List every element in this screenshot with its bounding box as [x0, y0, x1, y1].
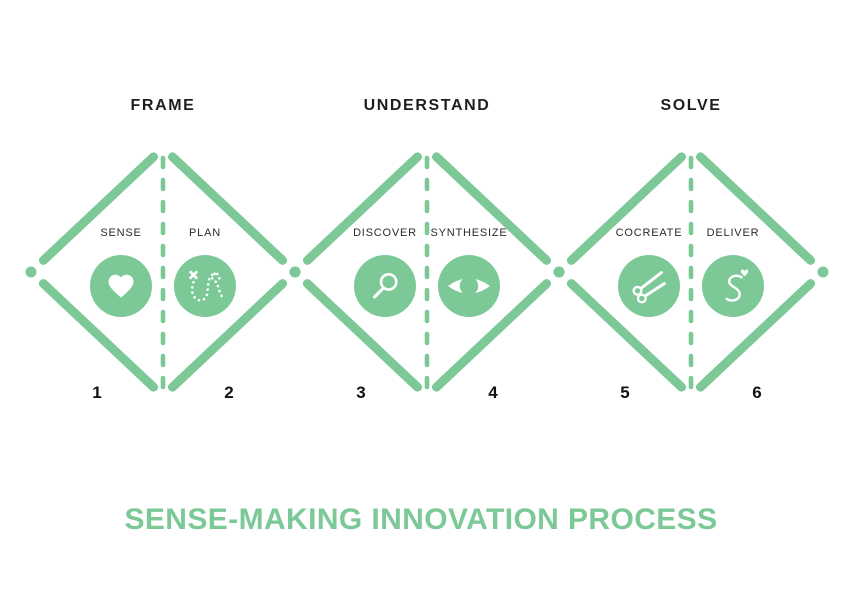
eye-icon	[448, 276, 490, 296]
dotted-route-icon	[189, 270, 225, 302]
scissors-icon	[632, 271, 666, 304]
heart-icon	[108, 274, 134, 298]
step-cocreate: COCREATE	[589, 227, 709, 317]
s-heart-icon	[725, 269, 749, 302]
step-number-4: 4	[488, 383, 498, 402]
step-number-1: 1	[92, 383, 102, 402]
step-label: PLAN	[189, 227, 221, 239]
step-circle	[354, 255, 416, 317]
page-title: SENSE-MAKING INNOVATION PROCESS	[124, 503, 718, 536]
step-circle	[702, 255, 764, 317]
step-plan: PLAN	[145, 227, 265, 317]
vertex-dot	[817, 266, 829, 278]
diamond-solve	[553, 152, 829, 393]
step-label: COCREATE	[615, 227, 683, 239]
step-deliver: DELIVER	[673, 227, 793, 317]
step-circle	[174, 255, 236, 317]
step-number-2: 2	[224, 383, 234, 402]
diamond-frame	[25, 152, 301, 393]
phase-header-solve: SOLVE	[660, 97, 722, 114]
step-number-6: 6	[752, 383, 762, 402]
step-label: SYNTHESIZE	[430, 227, 508, 239]
phase-header-understand: UNDERSTAND	[363, 97, 491, 114]
step-number-3: 3	[356, 383, 366, 402]
step-label: DELIVER	[706, 227, 760, 239]
step-label: DISCOVER	[353, 227, 417, 239]
step-number-5: 5	[620, 383, 630, 402]
step-circle	[438, 255, 500, 317]
step-sense: SENSE	[61, 227, 181, 317]
step-label: SENSE	[100, 227, 142, 239]
step-synthesize: SYNTHESIZE	[409, 227, 529, 317]
vertex-dot	[553, 266, 565, 278]
phase-header-frame: FRAME	[130, 97, 196, 114]
step-circle	[618, 255, 680, 317]
vertex-dot	[25, 266, 37, 278]
step-discover: DISCOVER	[325, 227, 445, 317]
vertex-dot	[289, 266, 301, 278]
magnifier-icon	[372, 272, 398, 299]
step-circle	[90, 255, 152, 317]
